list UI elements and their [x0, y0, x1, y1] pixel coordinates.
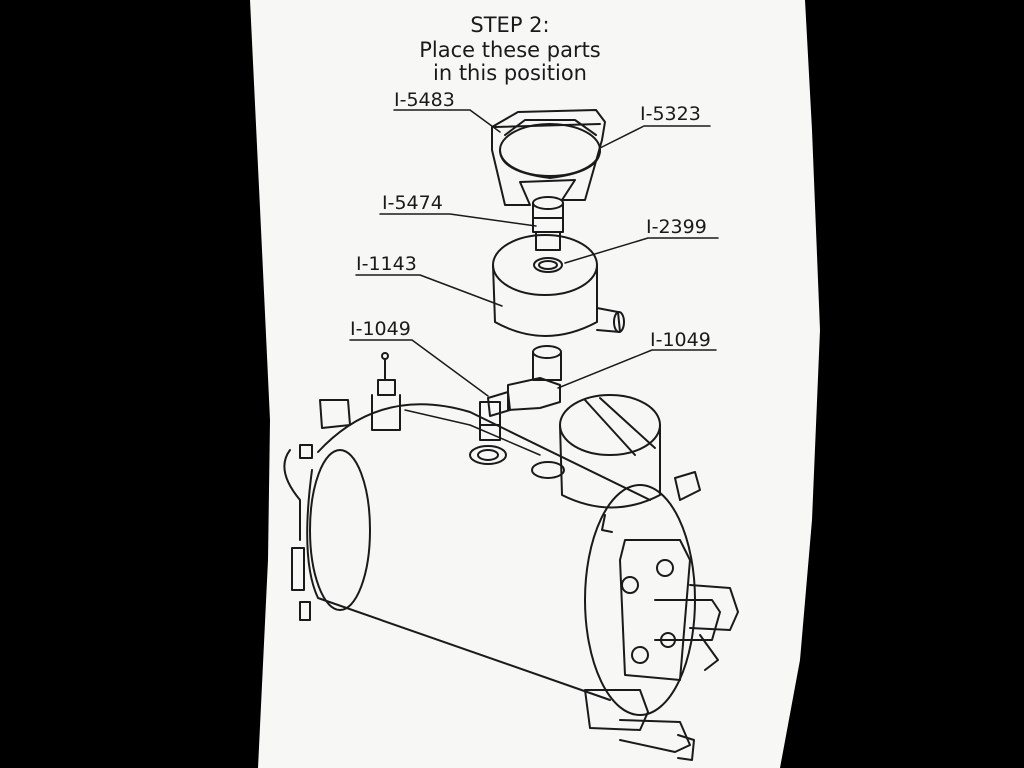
paper-sheet [250, 0, 820, 768]
fitting-part [532, 196, 564, 251]
step-title: STEP 2: [470, 13, 550, 37]
label-i5483: I-5483 [394, 89, 455, 111]
instruction-line-1: Place these parts [419, 38, 601, 62]
label-i1049-left: I-1049 [350, 318, 411, 340]
leader-lines [349, 109, 719, 456]
label-i1143: I-1143 [356, 253, 417, 275]
reservoir-part [492, 234, 625, 337]
label-i2399: I-2399 [646, 216, 707, 238]
instruction-line-2: in this position [433, 61, 587, 85]
label-i5323: I-5323 [640, 103, 701, 125]
label-i5474: I-5474 [382, 192, 443, 214]
boiler-body [283, 352, 739, 761]
label-i1049-right: I-1049 [650, 329, 711, 351]
